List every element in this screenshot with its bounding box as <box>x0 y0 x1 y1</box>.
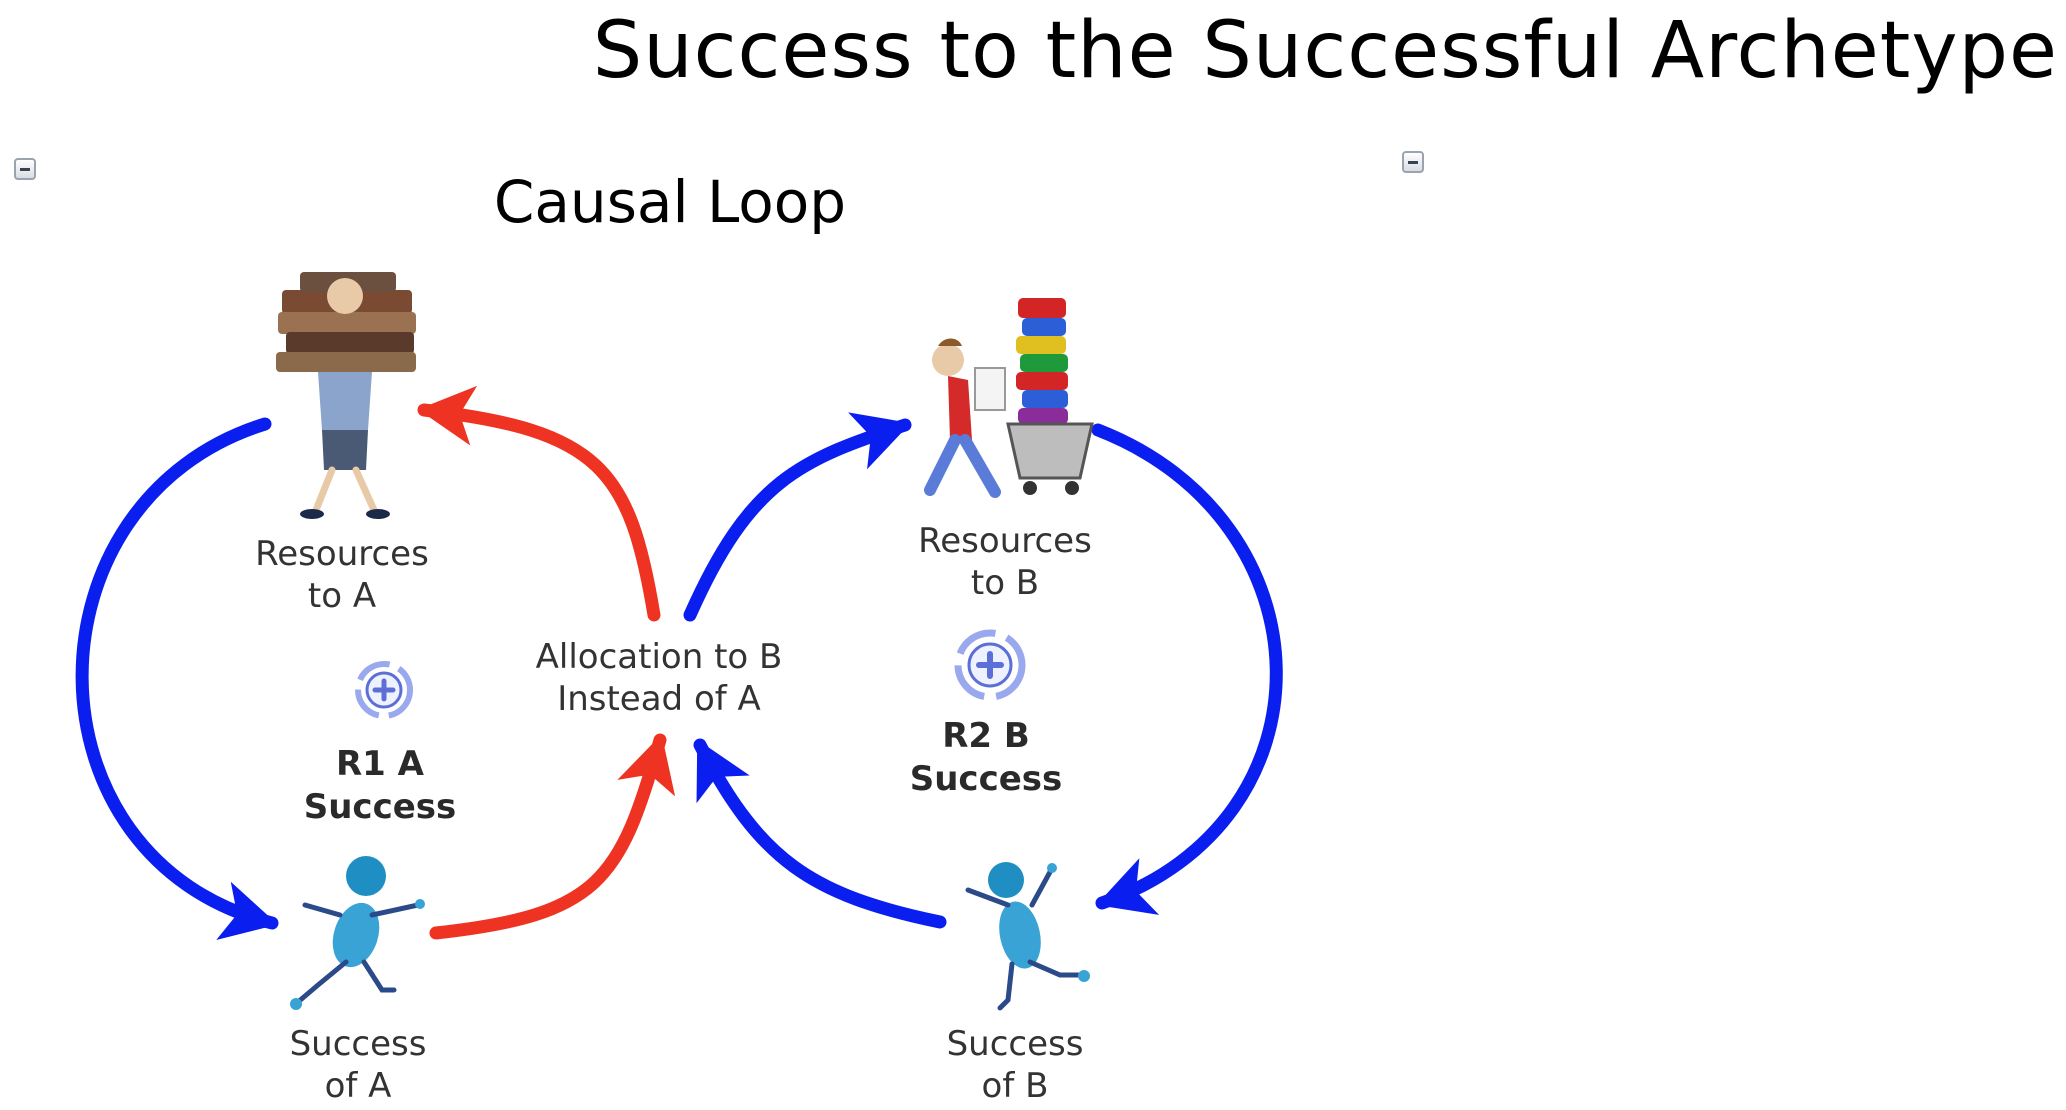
running-figure-icon <box>290 856 425 1010</box>
man-pushing-cart-icon <box>924 298 1094 498</box>
variable-success-of-b: Success of B <box>946 1024 1084 1106</box>
loop-label-r2: R2 B Success <box>909 716 1063 799</box>
minus-icon <box>1408 161 1418 164</box>
link-success-b-to-allocation <box>693 738 947 929</box>
link-resources-b-to-success-b <box>1091 423 1283 915</box>
section-title: Causal Loop <box>493 168 847 236</box>
reinforcing-loop-icon <box>355 661 413 719</box>
minus-icon <box>20 168 30 171</box>
collapse-panel-button[interactable] <box>1402 151 1424 173</box>
collapse-section-button[interactable] <box>14 158 36 180</box>
reinforcing-loop-icon <box>954 629 1026 701</box>
variable-success-of-a: Success of A <box>289 1024 427 1106</box>
variable-resources-to-a: Resources to A <box>255 534 429 616</box>
celebrating-figure-icon <box>965 862 1090 1011</box>
page-title: Success to the Successful Archetype <box>592 6 2058 96</box>
variable-allocation-to-b: Allocation to B Instead of A <box>535 637 783 719</box>
loop-label-r1: R1 A Success <box>303 744 457 827</box>
link-allocation-to-resources-b <box>683 412 912 622</box>
link-resources-a-to-success-a <box>75 417 279 940</box>
link-allocation-to-resources-a <box>417 385 661 622</box>
link-success-a-to-allocation <box>429 733 676 940</box>
woman-carrying-books-icon <box>276 272 416 519</box>
variable-resources-to-b: Resources to B <box>918 521 1092 603</box>
